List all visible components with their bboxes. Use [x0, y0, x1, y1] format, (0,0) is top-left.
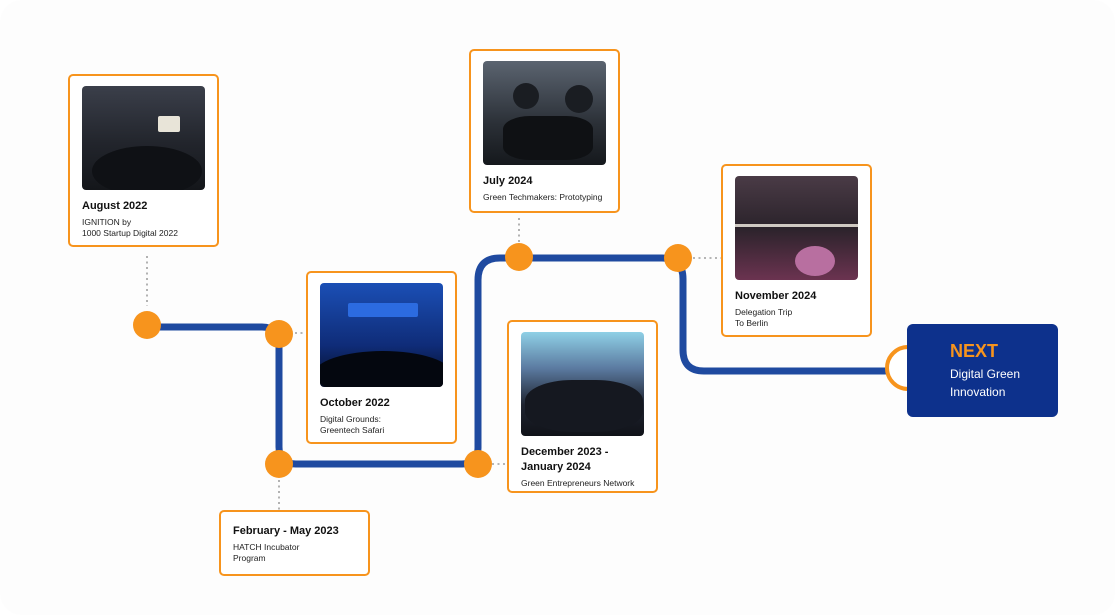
milestone-card-nov-2024: November 2024 Delegation Trip To Berlin [721, 164, 872, 337]
milestone-date: December 2023 - January 2024 [521, 446, 609, 473]
milestone-desc: Green Entrepreneurs Network [521, 478, 635, 488]
next-label: NEXT [950, 341, 999, 361]
next-milestone-box: NEXT Digital Green Innovation [907, 324, 1058, 417]
milestone-card-jul-2024: July 2024 Green Techmakers: Prototyping [469, 49, 620, 213]
event-photo [483, 61, 606, 165]
milestone-desc: Digital Grounds: Greentech Safari [320, 414, 385, 435]
node-nov-2024 [664, 244, 692, 272]
node-jul-2024 [505, 243, 533, 271]
milestone-date: November 2024 [735, 290, 817, 302]
milestone-date: July 2024 [483, 175, 533, 187]
node-aug-2022 [133, 311, 161, 339]
event-photo [521, 332, 644, 436]
milestone-desc: IGNITION by 1000 Startup Digital 2022 [82, 217, 178, 238]
milestone-date: August 2022 [82, 200, 148, 212]
milestone-desc: Green Techmakers: Prototyping [483, 192, 603, 202]
milestone-date: February - May 2023 [233, 525, 339, 537]
node-oct-2022 [265, 320, 293, 348]
milestone-card-feb-2023: February - May 2023 HATCH Incubator Prog… [219, 510, 370, 576]
milestone-card-oct-2022: October 2022 Digital Grounds: Greentech … [306, 271, 457, 444]
event-photo [82, 86, 205, 190]
event-photo [320, 283, 443, 387]
track-line [147, 254, 907, 468]
event-photo [735, 176, 858, 280]
milestone-date: October 2022 [320, 397, 390, 409]
milestone-desc: Delegation Trip To Berlin [735, 307, 793, 328]
node-dec-2023 [464, 450, 492, 478]
milestone-desc: HATCH Incubator Program [233, 542, 300, 563]
next-desc: Digital Green Innovation [950, 367, 1021, 399]
milestone-card-dec-2023: December 2023 - January 2024 Green Entre… [507, 320, 658, 493]
node-feb-2023 [265, 450, 293, 478]
milestone-card-aug-2022: August 2022 IGNITION by 1000 Startup Dig… [68, 74, 219, 247]
